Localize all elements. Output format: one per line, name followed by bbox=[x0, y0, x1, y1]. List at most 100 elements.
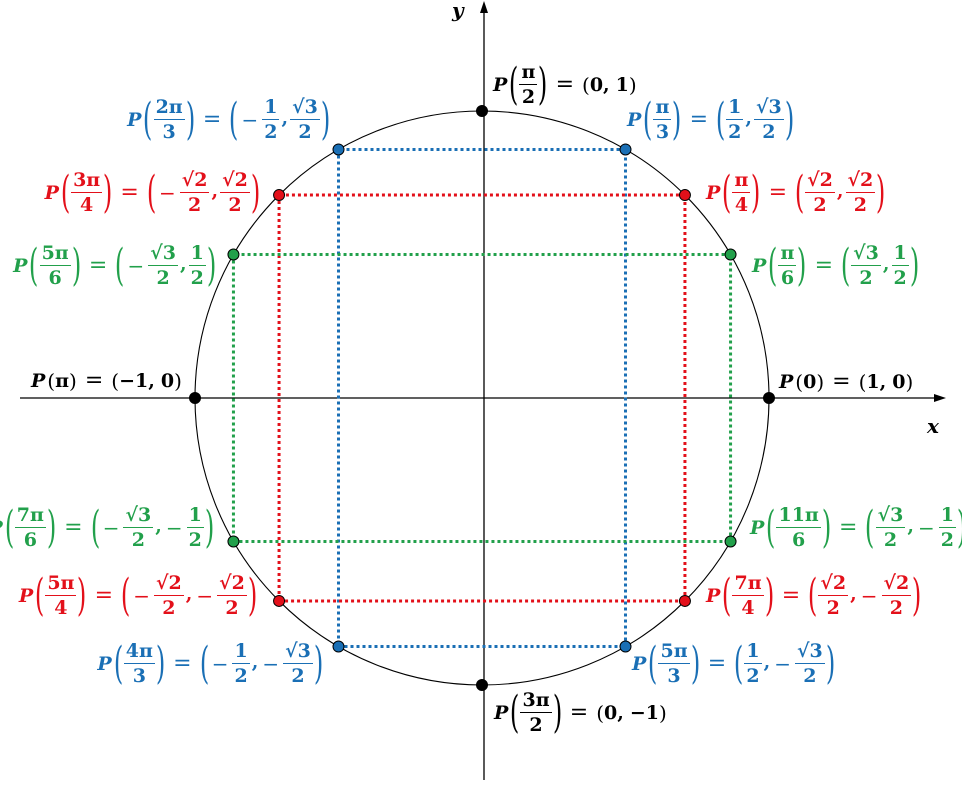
paren: ) bbox=[628, 73, 637, 97]
x-coordinate-numerator: √3 bbox=[875, 504, 906, 528]
paren: ) bbox=[69, 369, 77, 393]
paren: ) bbox=[905, 370, 914, 394]
point-prefix: P bbox=[779, 370, 794, 393]
y-coordinate-sign: − bbox=[165, 516, 183, 540]
x-coordinate-sign: − bbox=[127, 254, 145, 278]
paren: ) bbox=[46, 502, 57, 553]
paren: ( bbox=[4, 502, 14, 553]
y-coordinate-denominator: 2 bbox=[893, 267, 907, 289]
y-coordinate-numerator: √3 bbox=[754, 96, 784, 120]
point-prefix: P bbox=[18, 584, 34, 607]
angle-denominator: 3 bbox=[667, 665, 681, 687]
point-prefix: P bbox=[627, 108, 642, 131]
point-prefix: P bbox=[13, 254, 28, 277]
x-coordinate: 0 bbox=[604, 701, 618, 724]
y-coordinate-denominator: 2 bbox=[853, 194, 867, 216]
paren: ( bbox=[596, 701, 605, 725]
paren: ( bbox=[111, 369, 120, 393]
paren: ( bbox=[722, 570, 732, 621]
paren: ) bbox=[690, 638, 700, 689]
equals-sign: = bbox=[84, 368, 104, 393]
comma: , bbox=[836, 180, 844, 202]
comma: , bbox=[745, 107, 753, 129]
paren: ( bbox=[90, 502, 100, 553]
y-coordinate-sign: − bbox=[262, 652, 280, 676]
x-coordinate-denominator: 2 bbox=[188, 194, 202, 216]
y-coordinate-numerator: 1 bbox=[186, 504, 204, 528]
paren: ) bbox=[77, 570, 87, 621]
comma: , bbox=[251, 651, 259, 673]
angle-denominator: 3 bbox=[162, 121, 176, 143]
angle-numerator: 3π bbox=[520, 689, 552, 713]
point-p210 bbox=[227, 535, 240, 548]
point-prefix: P bbox=[494, 701, 509, 724]
x-coordinate-numerator: 1 bbox=[232, 640, 250, 664]
angle-denominator: 6 bbox=[48, 267, 62, 289]
equals-sign: = bbox=[94, 583, 114, 608]
equals-sign: = bbox=[839, 515, 858, 540]
paren: ( bbox=[146, 167, 157, 218]
angle: 0 bbox=[803, 370, 817, 393]
equals-sign: = bbox=[120, 180, 139, 205]
paren: ( bbox=[582, 73, 590, 97]
angle-numerator: π bbox=[732, 169, 751, 193]
x-coordinate-numerator: √2 bbox=[154, 572, 184, 596]
y-coordinate-numerator: 1 bbox=[891, 242, 909, 266]
comma: , bbox=[603, 73, 610, 96]
point-p135 bbox=[273, 189, 286, 202]
y-coordinate-denominator: 2 bbox=[889, 597, 903, 619]
y-coordinate-denominator: 2 bbox=[291, 665, 305, 687]
x-coordinate-numerator: √3 bbox=[851, 242, 881, 266]
angle-denominator: 6 bbox=[792, 529, 806, 551]
comma: , bbox=[148, 369, 155, 392]
angle-numerator: 7π bbox=[732, 572, 764, 596]
paren: ) bbox=[250, 167, 261, 218]
x-coordinate-numerator: √3 bbox=[123, 504, 154, 528]
point-p330 bbox=[724, 535, 737, 548]
point-prefix: P bbox=[31, 369, 46, 392]
y-coordinate-sign: − bbox=[917, 516, 935, 540]
y-coordinate-denominator: 2 bbox=[298, 121, 312, 143]
point-p150 bbox=[227, 248, 240, 261]
y-axis-label: y bbox=[452, 0, 464, 22]
comma: , bbox=[879, 370, 887, 393]
paren: ( bbox=[143, 94, 153, 145]
angle-numerator: 3π bbox=[71, 169, 103, 193]
y-coordinate-denominator: 2 bbox=[803, 665, 817, 687]
point-prefix: P bbox=[750, 516, 765, 539]
x-coordinate-numerator: √2 bbox=[805, 169, 835, 193]
y-coordinate-numerator: √2 bbox=[220, 169, 250, 193]
paren: ) bbox=[185, 94, 196, 145]
paren: ) bbox=[784, 94, 795, 145]
point-p90 bbox=[476, 105, 488, 117]
point-prefix: P bbox=[706, 584, 721, 607]
equals-sign: = bbox=[555, 72, 574, 97]
